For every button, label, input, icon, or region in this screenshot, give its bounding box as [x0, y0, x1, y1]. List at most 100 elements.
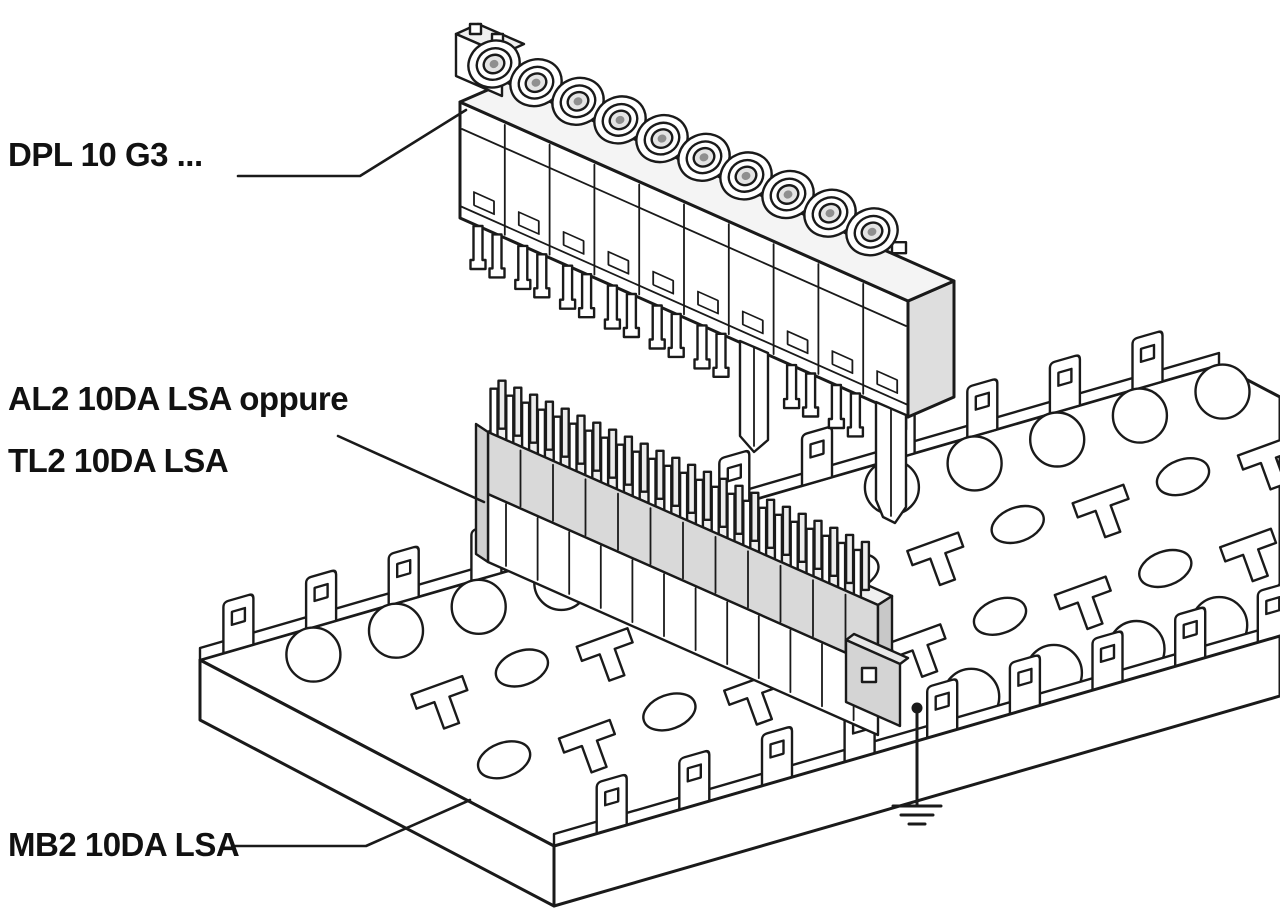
strip-tooth — [718, 477, 728, 528]
dpl-protection-magazine — [454, 22, 956, 525]
strip-tooth — [860, 540, 871, 592]
frame-tab — [1173, 605, 1207, 668]
magazine-window — [876, 370, 899, 394]
strip-tooth — [702, 470, 713, 521]
leader-line-al2-tl2 — [336, 434, 486, 504]
strip-tooth — [615, 443, 626, 494]
strip-tooth — [568, 422, 578, 473]
magazine-window — [831, 350, 854, 375]
frame-tab — [595, 772, 628, 835]
strip-tooth — [576, 414, 586, 465]
strip-tooth — [805, 527, 815, 578]
strip-tooth — [844, 533, 855, 585]
frame-hole-round — [450, 578, 507, 635]
frame-tab — [678, 748, 711, 811]
label-al2-strip: AL2 10DA LSA oppure — [8, 380, 349, 417]
magazine-window — [697, 290, 719, 315]
frame-tab — [1048, 353, 1082, 416]
frame-tab — [760, 724, 794, 788]
strip-tooth — [781, 505, 792, 556]
strip-tooth — [726, 492, 736, 543]
magazine-window — [607, 250, 630, 275]
strip-tooth — [631, 450, 641, 501]
magazine-leg — [469, 224, 487, 271]
strip-tooth — [544, 400, 555, 451]
strip-feet-lines — [505, 503, 855, 722]
strip-tooth — [623, 435, 634, 486]
magazine-window — [652, 270, 675, 295]
magazine-window — [562, 231, 585, 255]
strip-tooth — [757, 506, 768, 557]
strip-tooth — [584, 429, 594, 480]
strip-left-end — [474, 422, 490, 564]
strip-tooth — [599, 436, 610, 487]
leader-line-mb2 — [233, 798, 472, 848]
frame-tab — [800, 424, 834, 488]
strip-tooth — [552, 415, 562, 466]
frame-hole-round — [367, 602, 425, 659]
strip-tooth — [520, 401, 531, 452]
strip-tooth — [852, 548, 863, 600]
strip-segment-lines — [519, 449, 847, 652]
strip-tooth — [750, 491, 760, 542]
frame-hole-round — [946, 435, 1003, 492]
magazine-test-windows — [473, 191, 899, 394]
strip-tooth — [710, 485, 720, 536]
strip-tooth — [813, 519, 823, 570]
strip-foot-hole — [860, 666, 878, 684]
magazine-leg — [712, 332, 730, 378]
magazine-bay-dividers — [503, 124, 865, 395]
leader-line-dpl — [236, 108, 468, 178]
strip-tooth — [836, 541, 847, 593]
magazine-leg — [533, 253, 551, 299]
magazine-leg — [667, 312, 685, 359]
magazine-leg — [782, 363, 801, 410]
strip-tooth — [686, 463, 697, 514]
frame-tab — [222, 592, 255, 655]
magazine-leg — [558, 264, 577, 310]
strip-tooth — [489, 387, 499, 438]
frame-hole-round — [1111, 387, 1169, 444]
frame-hole-round — [285, 626, 342, 683]
al2-tl2-connection-strip — [474, 379, 910, 737]
strip-tooth — [560, 407, 570, 458]
frame-tab — [1008, 653, 1042, 716]
strip-tooth — [663, 464, 673, 515]
frame-hole-round — [1028, 411, 1086, 468]
magazine-leg — [801, 372, 820, 418]
strip-tooth — [765, 498, 776, 549]
strip-tooth — [528, 393, 539, 444]
strip-tooth — [655, 449, 665, 500]
frame-tab — [1131, 329, 1164, 392]
label-dpl-magazine: DPL 10 G3 ... — [8, 136, 203, 173]
strip-tooth — [505, 394, 515, 445]
magazine-leg — [622, 292, 641, 339]
strip-tooth — [797, 512, 807, 563]
strip-tooth — [829, 526, 839, 577]
strip-tooth — [497, 379, 507, 430]
strip-tooth — [671, 456, 681, 507]
strip-tooth — [694, 478, 705, 529]
magazine-window — [741, 310, 764, 335]
strip-tooth — [773, 513, 784, 564]
magazine-leg — [693, 324, 711, 370]
strip-tooth — [821, 534, 831, 585]
frame-tab — [304, 568, 338, 631]
strip-tooth — [513, 386, 523, 437]
magazine-leg — [514, 244, 532, 291]
strip-tooth — [639, 442, 649, 493]
magazine-leg — [846, 392, 865, 438]
frame-tab — [1091, 629, 1124, 692]
magazine-right-end — [906, 279, 956, 419]
strip-tooth — [734, 484, 744, 535]
magazine-window — [473, 191, 495, 216]
label-tl2-strip: TL2 10DA LSA — [8, 442, 229, 479]
ground-symbol — [891, 702, 943, 826]
magazine-window — [786, 330, 809, 355]
magazine-leg — [488, 233, 506, 279]
strip-tooth — [607, 428, 618, 479]
magazine-test-contact — [468, 22, 483, 36]
magazine-leg — [577, 273, 596, 319]
